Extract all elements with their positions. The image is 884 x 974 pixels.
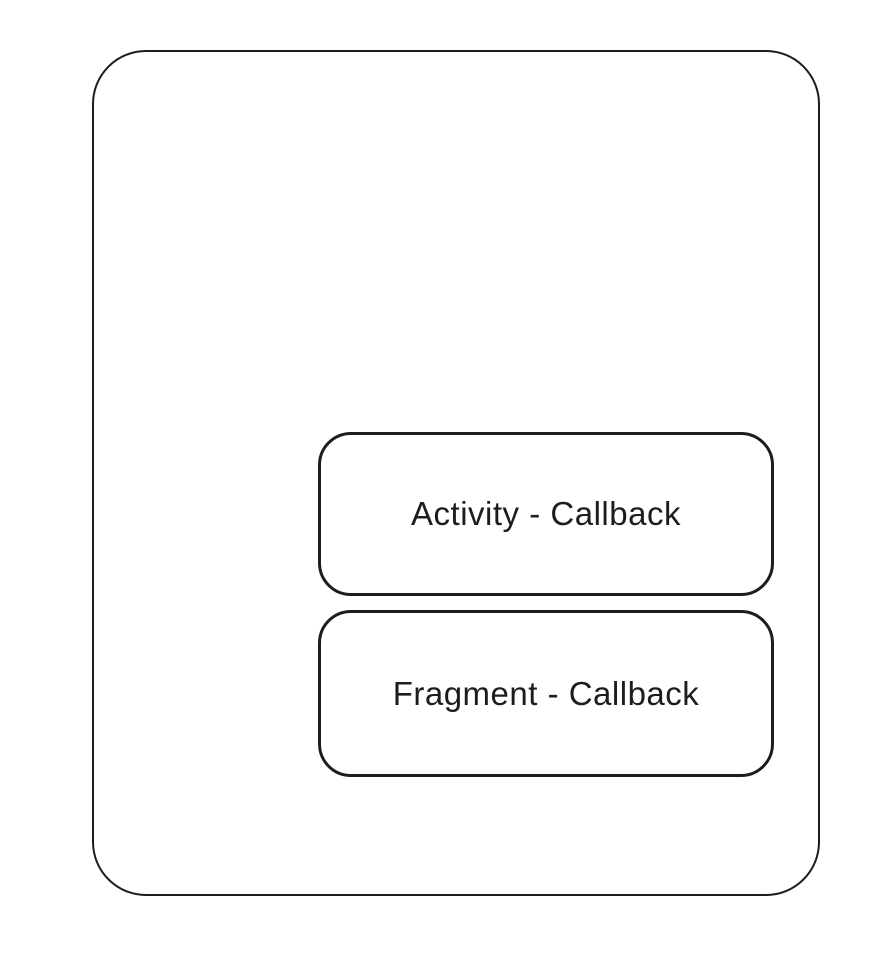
node-fragment-callback-label: Fragment - Callback xyxy=(392,674,700,712)
node-activity-callback-label: Activity - Callback xyxy=(411,495,681,532)
node-activity-callback: Activity - Callback xyxy=(318,432,774,596)
node-fragment-callback: Fragment - Callback xyxy=(318,610,774,777)
outer-container-box: Activity - Callback Fragment - Callback xyxy=(92,50,820,896)
